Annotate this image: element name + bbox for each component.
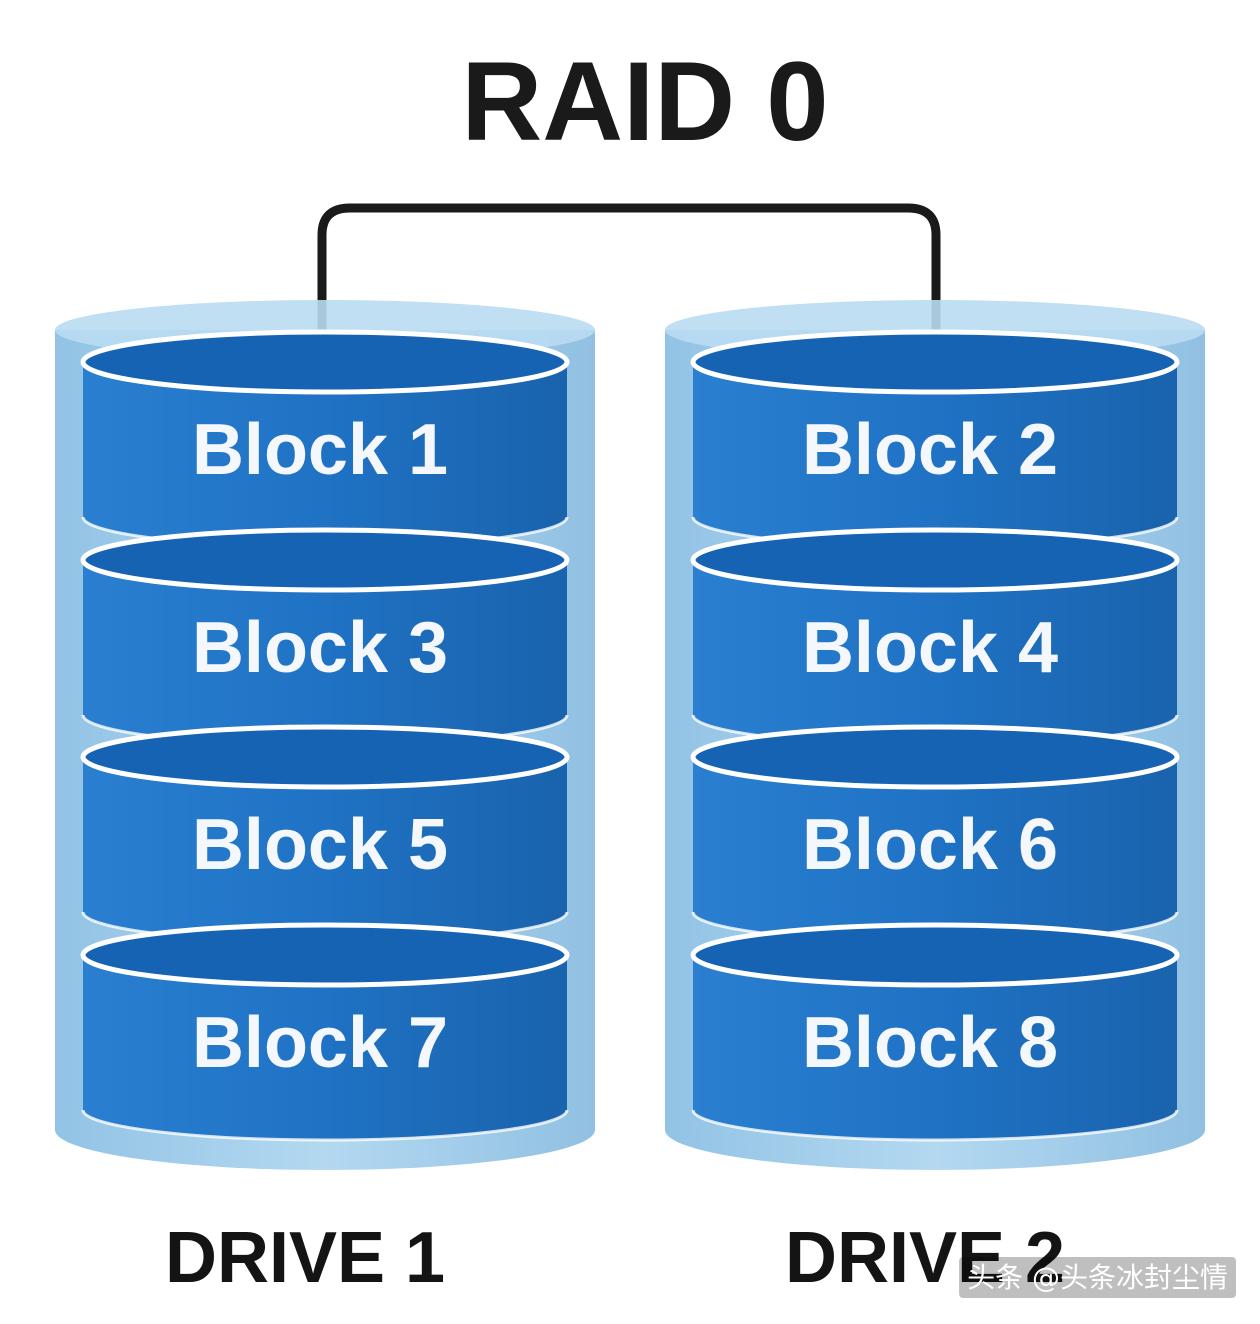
disk-top [80, 329, 570, 395]
disk-bottom-rim [691, 1109, 1179, 1142]
disk-platter: Block 8 [690, 922, 1180, 1142]
disk-front [83, 757, 567, 942]
drive-2: Block 2 Block 4 Block 6 Block 8 DRIVE 2 [665, 300, 1205, 1298]
watermark-text: 头条 @头条冰封尘情 [967, 1261, 1228, 1294]
block-label: Block 2 [802, 410, 1058, 490]
disk-platter: Block 1 [80, 329, 570, 549]
disk-bottom-rim [81, 1109, 569, 1142]
block-label: Block 8 [802, 1003, 1058, 1083]
disk-front [83, 955, 567, 1140]
drive-1: Block 1 Block 3 Block 5 Block 7 DRIVE 1 [55, 300, 595, 1298]
disk-platter: Block 6 [690, 724, 1180, 944]
disk-front [83, 362, 567, 547]
disk-front [83, 560, 567, 745]
disk-front [693, 955, 1177, 1140]
block-label: Block 5 [192, 805, 448, 885]
drive-label: DRIVE 2 [785, 1218, 1065, 1298]
disk-top [690, 329, 1180, 395]
disk-front [693, 362, 1177, 547]
disk-front [693, 757, 1177, 942]
disk-top [690, 527, 1180, 593]
disk-platter: Block 2 [690, 329, 1180, 549]
diagram-title: RAID 0 [461, 39, 828, 164]
drive-label: DRIVE 1 [165, 1218, 445, 1298]
disk-front [693, 560, 1177, 745]
watermark-backdrop [959, 1257, 1236, 1298]
block-label: Block 6 [802, 805, 1058, 885]
disk-top [690, 724, 1180, 790]
disk-platter: Block 4 [690, 527, 1180, 747]
raid-connector-line [317, 203, 941, 360]
disk-top [80, 724, 570, 790]
disk-platter: Block 5 [80, 724, 570, 944]
disk-platter: Block 3 [80, 527, 570, 747]
block-label: Block 1 [192, 410, 448, 490]
block-label: Block 7 [192, 1003, 448, 1083]
block-label: Block 4 [802, 608, 1058, 688]
block-label: Block 3 [192, 608, 448, 688]
disk-top [690, 922, 1180, 988]
disk-top [80, 922, 570, 988]
disk-top [80, 527, 570, 593]
disk-platter: Block 7 [80, 922, 570, 1142]
